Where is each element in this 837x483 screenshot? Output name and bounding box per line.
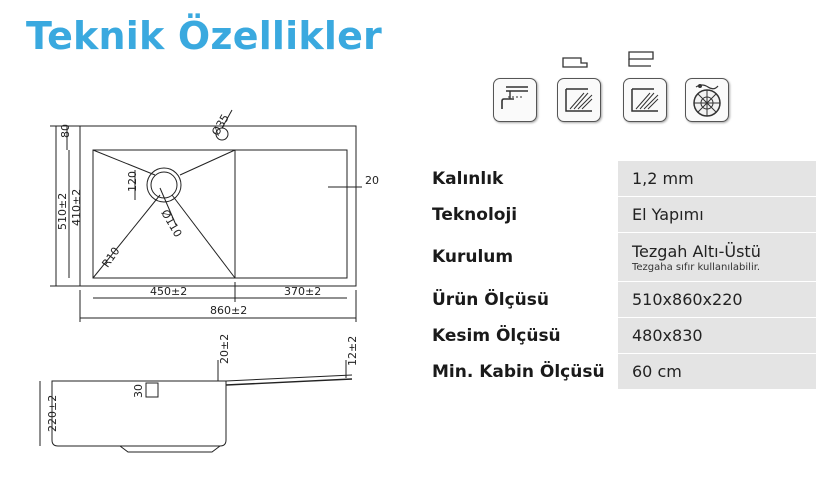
spec-value: 510x860x220 (618, 281, 816, 318)
spec-value: Tezgah Altı-Üstü (632, 241, 761, 261)
dim-drain-offset: 120 (126, 171, 139, 192)
countertop-flush-icon-marker (625, 50, 655, 67)
strainer-icon (685, 78, 729, 122)
drainboard-outline (234, 149, 348, 279)
sink-outline (79, 125, 357, 287)
undermount-icon (493, 78, 537, 122)
dim-drain-diameter: Ø110 (158, 207, 184, 239)
countertop-top-icon (557, 78, 601, 122)
spec-label: Ürün Ölçüsü (426, 281, 618, 318)
dim-bowl-depth: 410±2 (70, 189, 83, 226)
dim-total-depth: 510±2 (56, 193, 69, 230)
dim-total-width: 860±2 (210, 304, 247, 317)
spec-row: Kurulum Tezgah Altı-Üstü Tezgaha sıfır k… (426, 232, 816, 282)
spec-row: Kesim Ölçüsü 480x830 (426, 317, 816, 354)
drain-circle (146, 167, 182, 203)
dim-total-height: 220±2 (46, 395, 59, 432)
dim-rim-offset: 20 (365, 174, 379, 187)
technical-drawing: Ø35 Ø110 120 R10 20 80 510±2 410±2 450±2… (39, 109, 379, 453)
spec-table: Kalınlık 1,2 mm Teknoloji El Yapımı Kuru… (426, 161, 816, 390)
spec-value: 60 cm (618, 353, 816, 390)
spec-label: Min. Kabin Ölçüsü (426, 353, 618, 390)
spec-label: Kalınlık (426, 161, 618, 197)
spec-row: Kalınlık 1,2 mm (426, 161, 816, 197)
dim-drainboard-width: 370±2 (284, 285, 321, 298)
countertop-top-icon-marker (561, 54, 588, 68)
spec-value-group: Tezgah Altı-Üstü Tezgaha sıfır kullanıla… (618, 232, 816, 282)
spec-label: Teknoloji (426, 196, 618, 233)
feature-icons (493, 48, 733, 128)
spec-label: Kesim Ölçüsü (426, 317, 618, 354)
dim-rim-height: 20±2 (218, 334, 231, 364)
dim-overflow-height: 30 (132, 384, 145, 398)
spec-value: 480x830 (618, 317, 816, 354)
spec-row: Min. Kabin Ölçüsü 60 cm (426, 353, 816, 390)
spec-row: Teknoloji El Yapımı (426, 196, 816, 233)
dim-edge-depth: 80 (59, 124, 72, 138)
countertop-flush-icon (623, 78, 667, 122)
spec-value: El Yapımı (618, 196, 816, 233)
spec-value: 1,2 mm (618, 161, 816, 197)
spec-row: Ürün Ölçüsü 510x860x220 (426, 281, 816, 318)
dim-drainboard-thickness: 12±2 (346, 336, 359, 366)
page-title: Teknik Özellikler (26, 14, 382, 58)
spec-label: Kurulum (426, 232, 618, 282)
spec-note: Tezgaha sıfır kullanılabilir. (632, 261, 761, 273)
dim-bowl-width: 450±2 (150, 285, 187, 298)
